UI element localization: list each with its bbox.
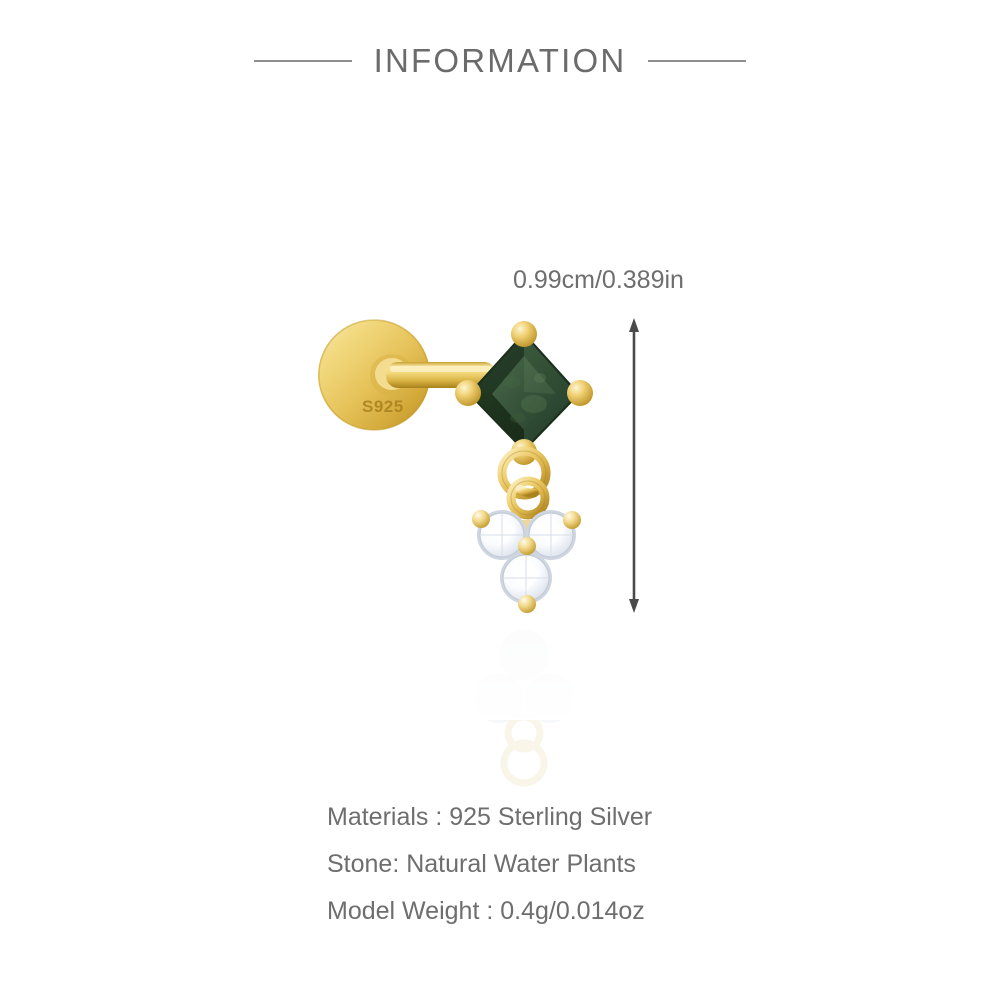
dimension-label: 0.99cm/0.389in <box>513 266 684 294</box>
cz-trefoil-cluster <box>472 510 581 613</box>
metal-stamp-text: S925 <box>362 397 404 416</box>
product-reflection <box>420 600 630 787</box>
cz-stone-bottom <box>500 552 552 604</box>
spec-materials: Materials : 925 Sterling Silver <box>327 803 653 831</box>
header-rule-right <box>648 60 747 62</box>
spec-model-weight: Model Weight : 0.4g/0.014oz <box>327 896 645 925</box>
header-rule-left <box>253 60 352 62</box>
page-header: INFORMATION <box>0 42 1000 80</box>
product-spec-list: Materials : 925 Sterling Silver Stone: N… <box>327 803 652 925</box>
dimension-arrow <box>629 318 639 613</box>
spec-stone: Stone: Natural Water Plants <box>327 849 636 878</box>
gemstone-prongs <box>455 321 593 465</box>
moss-agate-gemstone <box>455 321 593 465</box>
cz-stone-upper-left <box>477 510 527 560</box>
page-title: INFORMATION <box>373 42 627 79</box>
cz-cluster-prongs <box>472 510 581 613</box>
jump-rings-connector <box>497 446 551 520</box>
